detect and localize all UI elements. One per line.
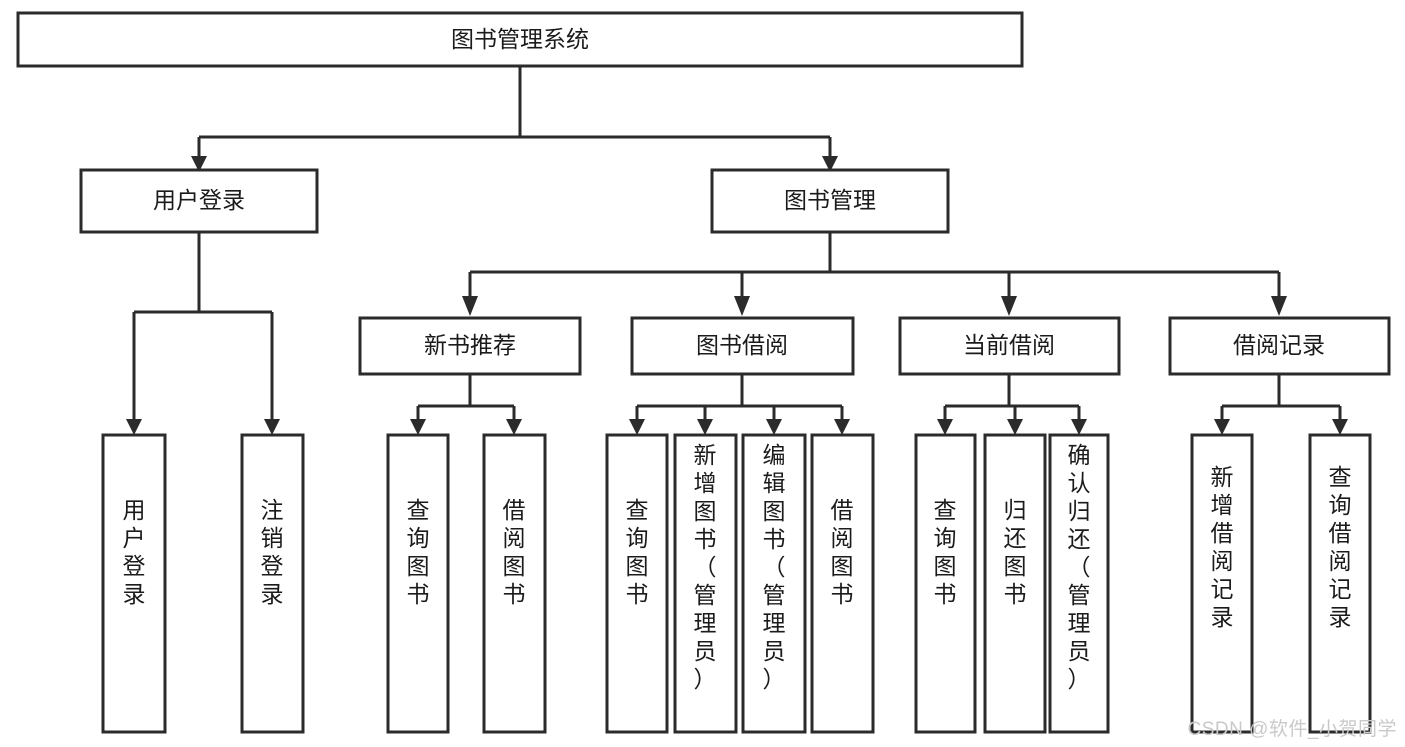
node-leaf-add-book[interactable]: 新增图书（管理员） [673,433,738,734]
node-leaf-logout-login-label: 注销登录 [261,497,284,607]
node-borrow-record-box[interactable] [1168,316,1391,376]
arrowhead-leaf-user-login [126,419,142,435]
arrowhead-leaf-borrow-book-1 [506,419,522,435]
node-borrow-record[interactable]: 借阅记录 [1168,316,1391,376]
node-book-manage[interactable]: 图书管理 [710,168,950,234]
arrowhead-leaf-add-book [697,419,713,435]
node-current-borrow-box[interactable] [898,316,1121,376]
node-root-box[interactable] [16,11,1024,68]
arrowhead-leaf-query-book-1 [410,419,426,435]
node-new-book-rec-label: 新书推荐 [424,332,516,358]
node-leaf-return-book[interactable]: 归还图书 [983,433,1047,734]
node-leaf-borrow-book-2[interactable]: 借阅图书 [810,433,875,734]
node-leaf-query-book-3-label: 查询图书 [934,497,957,607]
arrowhead-leaf-add-record [1214,419,1230,435]
node-book-manage-box[interactable] [710,168,950,234]
arrowhead-leaf-edit-book [766,419,782,435]
node-current-borrow[interactable]: 当前借阅 [898,316,1121,376]
node-leaf-borrow-book-2-box[interactable] [810,433,875,734]
node-leaf-edit-book-label: 编辑图书（管理员） [763,442,786,692]
arrowhead-leaf-borrow-book-2 [834,419,850,435]
node-leaf-return-book-label: 归还图书 [1004,497,1027,607]
node-leaf-query-record-label: 查询借阅记录 [1329,464,1352,630]
node-leaf-confirm-return-label: 确认归还（管理员） [1068,442,1091,692]
node-leaf-add-book-box[interactable] [673,433,738,734]
node-user-login[interactable]: 用户登录 [79,168,319,234]
node-leaf-borrow-book-2-label: 借阅图书 [831,497,854,607]
node-leaf-add-record[interactable]: 新增借阅记录 [1190,433,1254,734]
arrowhead-borrow-record [1271,296,1287,316]
node-leaf-add-book-label: 新增图书（管理员） [694,442,717,692]
node-leaf-edit-book-box[interactable] [741,433,807,734]
arrowhead-leaf-confirm-return [1071,419,1087,435]
node-user-login-label: 用户登录 [153,187,245,213]
node-book-borrow-box[interactable] [630,316,855,376]
node-leaf-confirm-return-box[interactable] [1048,433,1110,734]
node-leaf-borrow-book-1-box[interactable] [482,433,547,734]
node-leaf-query-book-2-label: 查询图书 [626,497,649,607]
node-leaf-add-record-label: 新增借阅记录 [1211,464,1234,630]
edge-bookborrow-bus [635,374,844,421]
node-leaf-query-book-2[interactable]: 查询图书 [605,433,669,734]
edge-root-bus [197,66,832,158]
node-leaf-edit-book[interactable]: 编辑图书（管理员） [741,433,807,734]
node-leaf-query-book-1[interactable]: 查询图书 [386,433,450,734]
node-current-borrow-label: 当前借阅 [963,332,1055,358]
node-leaf-user-login-box[interactable] [101,433,167,734]
node-leaf-logout-login[interactable]: 注销登录 [240,433,305,734]
node-book-borrow[interactable]: 图书借阅 [630,316,855,376]
arrowhead-leaf-logout-login [264,419,280,435]
arrowhead-book-borrow [734,296,750,316]
node-borrow-record-label: 借阅记录 [1233,332,1325,358]
node-user-login-box[interactable] [79,168,319,234]
node-leaf-logout-login-box[interactable] [240,433,305,734]
arrowhead-leaf-return-book [1007,419,1023,435]
node-leaf-query-book-1-box[interactable] [386,433,450,734]
node-leaf-confirm-return[interactable]: 确认归还（管理员） [1048,433,1110,734]
edge-bookmanage-bus [468,232,1281,298]
node-leaf-query-book-2-box[interactable] [605,433,669,734]
node-book-borrow-label: 图书借阅 [696,332,788,358]
node-leaf-add-record-box[interactable] [1190,433,1254,734]
node-leaf-query-record-box[interactable] [1308,433,1372,734]
node-leaf-borrow-book-1-label: 借阅图书 [503,497,526,607]
edge-currentborrow-bus [943,374,1081,421]
edge-newbookrec-bus [416,374,516,421]
node-root[interactable]: 图书管理系统 [16,11,1024,68]
node-leaf-user-login-label: 用户登录 [123,497,146,607]
arrowhead-leaf-query-record [1332,419,1348,435]
node-book-manage-label: 图书管理 [784,187,876,213]
arrowhead-leaf-query-book-2 [629,419,645,435]
node-root-label: 图书管理系统 [451,26,589,52]
node-leaf-user-login[interactable]: 用户登录 [101,433,167,734]
edge-userlogin-bus [132,232,274,421]
node-leaf-query-record[interactable]: 查询借阅记录 [1308,433,1372,734]
connector-layer [126,66,1348,435]
arrowhead-new-book-rec [462,296,478,316]
node-leaf-return-book-box[interactable] [983,433,1047,734]
node-new-book-rec[interactable]: 新书推荐 [358,316,582,376]
node-new-book-rec-box[interactable] [358,316,582,376]
arrowhead-leaf-query-book-3 [937,419,953,435]
node-leaf-query-book-1-label: 查询图书 [407,497,430,607]
edge-borrowrecord-bus [1220,374,1342,421]
arrowhead-book-manage [822,156,838,172]
node-leaf-query-book-3-box[interactable] [914,433,977,734]
node-leaf-query-book-3[interactable]: 查询图书 [914,433,977,734]
arrowhead-user-login [191,156,207,172]
arrowhead-current-borrow [1001,296,1017,316]
node-leaf-borrow-book-1[interactable]: 借阅图书 [482,433,547,734]
